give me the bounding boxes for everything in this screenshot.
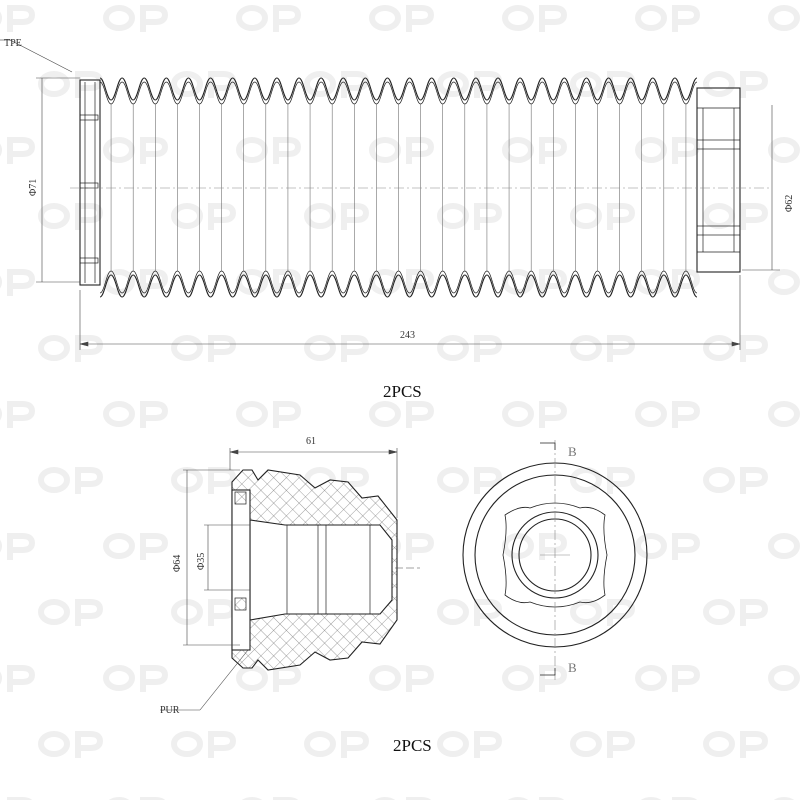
watermark-logo bbox=[304, 731, 370, 758]
watermark-logo bbox=[502, 5, 568, 32]
bellows-top-inner-edge bbox=[99, 81, 698, 105]
watermark-logo bbox=[635, 401, 701, 428]
watermark-logo bbox=[236, 5, 302, 32]
bellows-bottom-edge bbox=[99, 274, 698, 298]
quantity-bottom: 2PCS bbox=[393, 736, 432, 755]
watermark-logo bbox=[38, 335, 104, 362]
watermark-logo bbox=[437, 335, 503, 362]
watermark-logo bbox=[703, 335, 769, 362]
watermark-logo bbox=[502, 665, 568, 692]
watermark-logo bbox=[768, 533, 800, 559]
watermark-logo bbox=[171, 335, 237, 362]
watermark-logo bbox=[703, 467, 769, 494]
watermark-logo bbox=[0, 401, 36, 428]
quantity-top: 2PCS bbox=[383, 382, 422, 401]
watermark-logo bbox=[38, 599, 104, 626]
watermark-logo bbox=[437, 731, 503, 758]
watermark-logo bbox=[635, 533, 701, 560]
material-label-tpe: TPE bbox=[4, 38, 22, 49]
bellows-ribs bbox=[110, 104, 687, 271]
watermark-logo bbox=[103, 137, 169, 164]
watermark-logo bbox=[0, 5, 36, 32]
watermark-logo bbox=[768, 269, 800, 295]
watermark-logo bbox=[502, 401, 568, 428]
top-dimensions bbox=[0, 39, 780, 350]
watermark-logo bbox=[369, 665, 435, 692]
bump-stop-front-view bbox=[462, 440, 648, 680]
watermark-logo bbox=[236, 137, 302, 164]
watermark-logo bbox=[103, 401, 169, 428]
watermark-logo bbox=[38, 467, 104, 494]
watermark-logo bbox=[236, 401, 302, 428]
watermark-logo bbox=[171, 731, 237, 758]
watermark-logo bbox=[768, 5, 800, 31]
watermark-logo bbox=[38, 731, 104, 758]
watermark-logo bbox=[369, 137, 435, 164]
watermark-logo bbox=[570, 467, 636, 494]
watermark-logo bbox=[570, 203, 636, 230]
watermark-logo bbox=[703, 731, 769, 758]
watermark-logo bbox=[437, 203, 503, 230]
watermark-logo bbox=[0, 533, 36, 560]
watermark-logo bbox=[768, 401, 800, 427]
watermark-logo bbox=[0, 665, 36, 692]
dimension-inner-diameter: Φ35 bbox=[196, 552, 207, 570]
dust-boot-bellows bbox=[79, 77, 741, 298]
watermark-logo bbox=[768, 665, 800, 691]
dimension-outer-diameter: Φ64 bbox=[172, 554, 183, 572]
watermark-logo bbox=[570, 335, 636, 362]
dimension-diameter-left: Φ71 bbox=[28, 178, 39, 196]
dimension-bump-length: 61 bbox=[306, 436, 316, 447]
watermark-logo bbox=[103, 665, 169, 692]
watermark-logo bbox=[437, 467, 503, 494]
watermark-logo bbox=[768, 137, 800, 163]
watermark-logo bbox=[103, 533, 169, 560]
material-label-pur: PUR bbox=[160, 705, 180, 716]
bellows-top-edge bbox=[99, 77, 698, 101]
watermark-logo bbox=[304, 335, 370, 362]
watermark-logo bbox=[703, 599, 769, 626]
watermark-logo bbox=[502, 533, 568, 560]
watermark-logo bbox=[570, 731, 636, 758]
bottom-dimensions bbox=[160, 448, 420, 711]
watermark-logo bbox=[570, 599, 636, 626]
right-end-sleeve bbox=[696, 87, 741, 273]
watermark-logo bbox=[369, 5, 435, 32]
section-label-bottom: B bbox=[568, 660, 577, 675]
left-collar bbox=[79, 79, 101, 286]
watermark-logo bbox=[0, 137, 36, 164]
watermark-logo bbox=[103, 5, 169, 32]
dimension-diameter-right: Φ62 bbox=[784, 194, 795, 212]
watermark-logo bbox=[0, 269, 36, 296]
watermark-logo bbox=[369, 401, 435, 428]
watermark-logo bbox=[304, 203, 370, 230]
watermark-logo bbox=[171, 203, 237, 230]
dimension-length: 243 bbox=[400, 330, 415, 341]
watermark-logo bbox=[635, 5, 701, 32]
section-label-top: B bbox=[568, 444, 577, 459]
watermark-logo bbox=[635, 665, 701, 692]
bump-stop-side-view bbox=[231, 469, 398, 671]
watermark-logo bbox=[703, 71, 769, 98]
bellows-bottom-inner-edge bbox=[99, 270, 698, 294]
